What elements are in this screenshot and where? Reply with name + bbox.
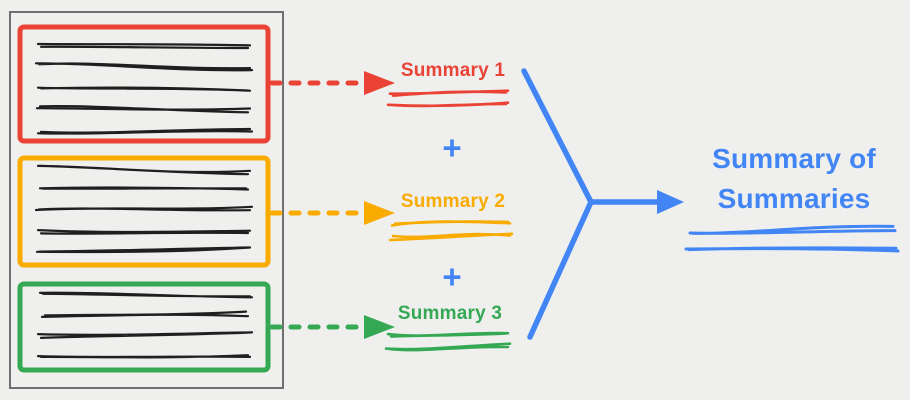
summary-3-underline bbox=[384, 331, 512, 352]
text-scribble bbox=[36, 42, 252, 50]
underline-scribble bbox=[384, 342, 512, 352]
underline-scribble bbox=[388, 232, 514, 242]
document-section-3 bbox=[17, 281, 271, 373]
result-underline bbox=[684, 224, 900, 253]
section-1-border bbox=[17, 24, 271, 144]
text-scribble bbox=[34, 205, 254, 212]
text-scribble bbox=[36, 86, 252, 92]
arrowhead-icon bbox=[364, 71, 395, 95]
text-scribble bbox=[38, 291, 254, 299]
summary-2-label: Summary 2 bbox=[400, 191, 506, 212]
underline-scribble bbox=[390, 220, 512, 227]
text-scribble bbox=[35, 246, 252, 254]
underline-scribble bbox=[684, 246, 900, 253]
underline-scribble bbox=[388, 89, 510, 97]
merge-connector bbox=[521, 68, 594, 340]
summary-1-underline bbox=[386, 89, 510, 108]
underline-scribble bbox=[688, 224, 897, 235]
summary-1-label: Summary 1 bbox=[400, 60, 506, 81]
summary-3-label: Summary 3 bbox=[397, 303, 503, 324]
summary-1-arrow bbox=[269, 71, 395, 95]
arrowhead-icon bbox=[657, 190, 684, 214]
text-scribble bbox=[34, 62, 254, 72]
underline-scribble bbox=[386, 101, 510, 108]
merge-arrow bbox=[588, 190, 684, 214]
text-scribble bbox=[36, 164, 252, 176]
plus-operator-1: + bbox=[442, 129, 462, 166]
underline-scribble bbox=[386, 331, 510, 338]
section-3-border bbox=[17, 281, 271, 373]
document-section-1 bbox=[17, 24, 271, 144]
result-label: Summary of Summaries bbox=[712, 143, 876, 214]
arrowhead-icon bbox=[364, 315, 395, 339]
plus-operator-2: + bbox=[442, 258, 462, 295]
document-section-2 bbox=[17, 155, 271, 268]
text-scribble bbox=[35, 105, 252, 114]
arrowhead-icon bbox=[364, 201, 395, 225]
text-scribble bbox=[36, 331, 254, 339]
summary-2-underline bbox=[388, 220, 514, 242]
document-box bbox=[9, 11, 284, 389]
text-scribble bbox=[40, 310, 250, 318]
text-scribble bbox=[36, 229, 252, 235]
text-scribble bbox=[36, 127, 254, 135]
summary-2-arrow bbox=[269, 201, 395, 225]
text-scribble bbox=[38, 186, 250, 191]
section-2-border bbox=[17, 155, 271, 268]
converging-lines bbox=[521, 68, 594, 340]
text-scribble bbox=[36, 354, 252, 359]
summary-3-arrow bbox=[269, 315, 395, 339]
